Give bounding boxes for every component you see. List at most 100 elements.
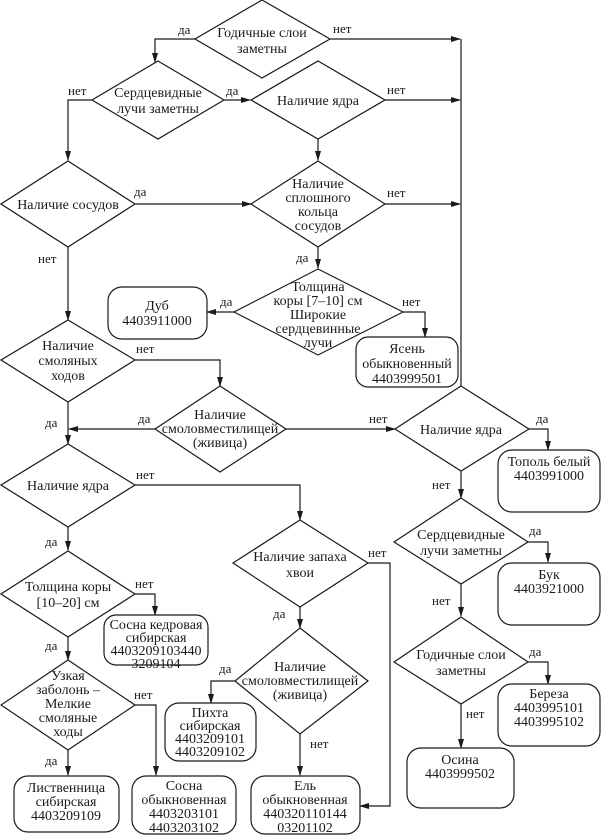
decision-resin-ducts [0, 319, 137, 403]
result-aspen-text-line: Осина [441, 753, 479, 768]
decision-needle-smell [231, 519, 370, 608]
decision-vessels [0, 160, 137, 248]
decision-medullary-rays-2 [392, 497, 530, 585]
decision-bark-7-10-text-line: сердцевинные [276, 322, 361, 337]
result-spruce-text-line: 440320110144 [263, 807, 346, 822]
label-d9-yes: да [45, 534, 58, 549]
decision-resin-pockets-1-text-line: Наличие [194, 408, 246, 423]
decision-bark-7-10-text-line: Толщина [291, 280, 345, 295]
decision-bark-10-20-text-line: Толщина коры [25, 580, 112, 595]
label-d9-no: нет [136, 467, 155, 482]
decision-vessels-text: Наличие сосудов [17, 198, 119, 213]
decision-narrow-sapwood-text-line: заболонь – [36, 683, 101, 698]
result-birch [497, 683, 601, 747]
label-d5-yes: да [296, 250, 309, 265]
label-d10-no: нет [432, 477, 451, 492]
decision-resin-ducts-text-line: ходов [51, 369, 85, 384]
result-birch-text-line: Береза [529, 687, 569, 702]
result-poplar [497, 449, 601, 513]
label-d6-no: нет [402, 294, 421, 309]
result-spruce-text-line: 03201102 [277, 821, 332, 836]
label-d10-yes: да [536, 411, 549, 426]
decision-bark-7-10-text-line: Широкие [290, 308, 346, 323]
decision-needle-smell-text-line: хвои [286, 566, 315, 581]
result-scots-pine-text-line: Сосна [166, 779, 203, 794]
decision-heartwood-3 [393, 385, 531, 472]
decision-annual-rings-1 [193, 0, 332, 79]
decision-needle-smell-text-line: Наличие запаха [253, 550, 347, 565]
decision-heartwood-3-text-line: Наличие ядра [420, 423, 503, 438]
label-d5-no: нет [387, 185, 406, 200]
label-d3-no: нет [387, 82, 406, 97]
label-d12-yes: да [45, 638, 58, 653]
result-fir-text-line: 4403209102 [175, 745, 245, 760]
result-spruce-text-line: Ель [294, 779, 316, 794]
decision-bark-thickness-10-20 [0, 550, 137, 638]
decision-resin-pockets-2-text-line: Наличие [274, 660, 326, 675]
label-d15-yes: да [219, 661, 232, 676]
decision-heartwood-1-text: Наличие ядра [277, 94, 360, 109]
decision-bark-10-20-text: Толщина коры[10–20] см [25, 580, 112, 611]
decision-bark-thickness-7-10 [232, 268, 405, 356]
decision-resin-pockets-2 [234, 627, 369, 735]
decision-narrow-sapwood-text-line: Мелкие [45, 697, 91, 712]
decision-nodes [0, 0, 531, 751]
result-fir-text-line: Пихта [192, 706, 230, 721]
decision-narrow-sapwood-text-line: Узкая [51, 669, 85, 684]
edge-d14-yes [528, 661, 551, 685]
edges [65, 36, 551, 809]
decision-heartwood-1-text-line: Наличие ядра [277, 94, 360, 109]
result-ash-text-line: 4403999501 [372, 372, 442, 387]
edge-d13-no [359, 562, 391, 809]
decision-vessels-text-line: Наличие сосудов [17, 198, 119, 213]
decision-heartwood-2-text-line: Наличие ядра [27, 479, 110, 494]
decision-vessel-ring [249, 160, 387, 248]
decision-vessel-ring-text-line: сплошного [285, 191, 350, 206]
decision-medullary-rays-1-text-line: лучи заметны [117, 102, 199, 117]
label-d2-no: нет [68, 83, 87, 98]
decision-resin-pockets-2-text-line: смоловместилищей [242, 674, 359, 689]
label-d16-no: нет [134, 687, 153, 702]
decision-resin-pockets-1 [153, 385, 288, 473]
decision-annual-rings-2-text-line: Годичные слои [416, 648, 506, 663]
decision-vessel-ring-text-line: Наличие [292, 177, 344, 192]
label-d11-no: нет [432, 593, 451, 608]
decision-resin-pockets-1-text-line: смоловместилищей [162, 422, 279, 437]
label-d1-no: нет [333, 21, 352, 36]
decision-narrow-sapwood-text-line: ходы [53, 725, 83, 740]
label-d13-yes: да [273, 606, 286, 621]
result-oak [107, 286, 208, 340]
decision-resin-ducts-text-line: смоляных [38, 354, 97, 369]
result-cedar-pine-text-line: 4403209103440 [111, 644, 202, 659]
edge-d6-no [403, 311, 428, 338]
result-ash-text-line: обыкновенный [362, 357, 452, 372]
edge-d16-no [135, 704, 159, 776]
result-aspen [406, 747, 515, 809]
label-d14-no: нет [466, 706, 485, 721]
result-beech-text-line: 4403921000 [514, 582, 584, 597]
edge-d11-yes [528, 541, 551, 563]
label-d2-yes: да [226, 83, 239, 98]
result-fir-text-line: 4403209101 [175, 732, 245, 747]
decision-medullary-rays-1-text-line: Сердцевидные [114, 86, 202, 101]
result-scots-pine [131, 775, 237, 835]
result-scots-pine-text-line: обыкновенная [141, 793, 227, 808]
decision-medullary-rays-1 [90, 60, 226, 140]
edge-d9-no [135, 484, 303, 521]
decision-vessel-ring-text-line: сосудов [295, 219, 342, 234]
label-d7-yes: да [45, 415, 58, 430]
decision-bark-7-10-text-line: коры [7–10] см [274, 294, 363, 309]
label-d13-no: нет [368, 545, 387, 560]
label-d12-no: нет [135, 576, 154, 591]
